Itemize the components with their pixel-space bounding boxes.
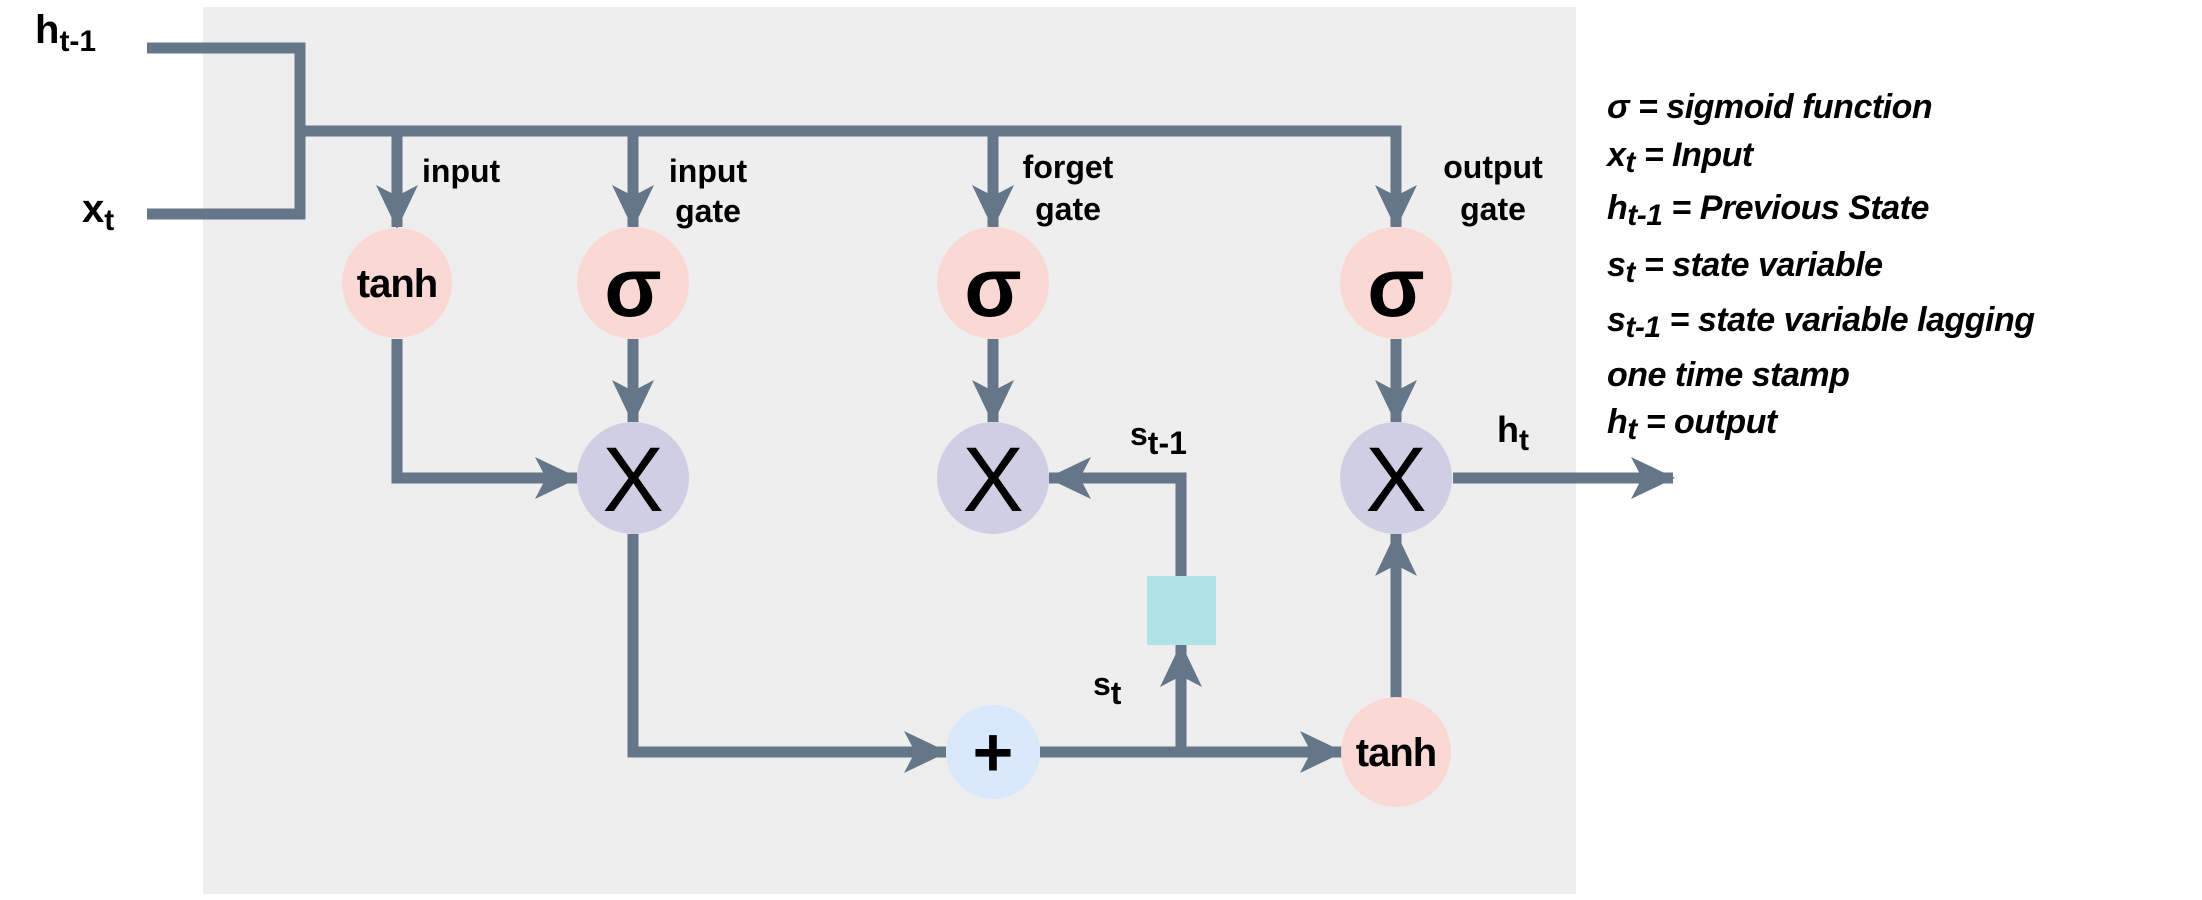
multiply-icon: X	[962, 429, 1023, 531]
node-input-tanh: tanh	[342, 228, 452, 338]
label-forget-gate-line2: gate	[1035, 191, 1101, 227]
node-label: tanh	[357, 262, 437, 306]
h-out-label: ht	[1497, 409, 1529, 457]
s-prev-label: st-1	[1130, 416, 1187, 461]
node-input-gate-sigma: σ	[577, 227, 689, 339]
label-output-gate-line2: gate	[1460, 191, 1526, 227]
node-output-tanh: tanh	[1341, 697, 1451, 807]
h-prev-label: ht-1	[35, 8, 96, 58]
node-output-gate-sigma: σ	[1340, 227, 1452, 339]
node-forget-gate-sigma: σ	[937, 227, 1049, 339]
sigma-symbol: σ	[1367, 240, 1424, 334]
node-input-multiply: X	[577, 422, 689, 534]
legend-line-output: ht = output	[1607, 403, 1777, 446]
plus-icon: +	[973, 713, 1014, 791]
legend-line-state-lagging: st-1 = state variable lagging	[1607, 301, 2035, 344]
node-label: tanh	[1356, 731, 1436, 775]
sigma-symbol: σ	[604, 240, 661, 334]
label-input-gate-line1: input	[669, 153, 748, 189]
wire-input-tanh-to-mult	[391, 339, 579, 499]
legend-line-previous-state: ht-1 = Previous State	[1607, 189, 1929, 232]
delay-block	[1147, 576, 1216, 645]
label-forget-gate-line1: forget	[1023, 149, 1114, 185]
x-input-label: xt	[82, 187, 114, 237]
multiply-icon: X	[602, 429, 663, 531]
label-input: input	[422, 153, 501, 189]
label-output-gate-line1: output	[1443, 149, 1543, 185]
node-forget-multiply: X	[937, 422, 1049, 534]
legend-line-state-variable: st = state variable	[1607, 246, 1883, 289]
wire-input-mult-to-add	[627, 534, 948, 773]
multiply-icon: X	[1365, 429, 1426, 531]
wire-delay-to-forget-mult	[1047, 457, 1187, 576]
node-output-multiply: X	[1340, 422, 1452, 534]
label-input-gate-line2: gate	[675, 193, 741, 229]
s-label: st	[1093, 666, 1122, 711]
node-state-add: +	[946, 705, 1040, 799]
sigma-symbol: σ	[964, 240, 1021, 334]
legend-line-input: xt = Input	[1607, 136, 1753, 179]
